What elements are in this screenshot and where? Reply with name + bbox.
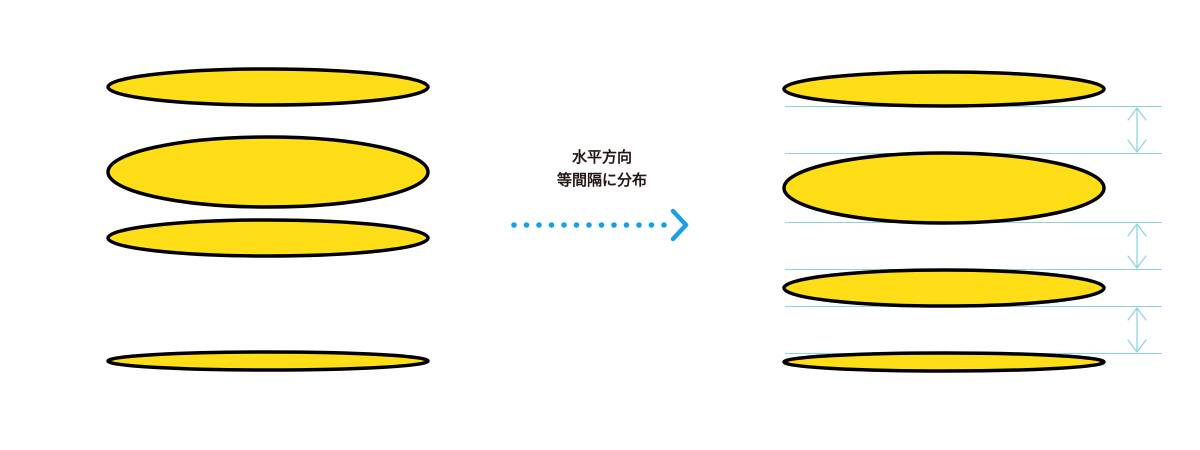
after-group [782,70,1106,373]
before-ellipse-3 [106,218,430,258]
guide-lines [785,106,1162,354]
double-headed-arrow-icon [1127,107,1147,153]
before-ellipse-4 [106,350,430,372]
before-group [106,67,430,372]
caption-line-2: 等間隔に分布 [556,171,647,189]
double-headed-arrow-icon [1127,223,1147,269]
after-ellipse-2 [782,151,1106,225]
dotted-right-arrow-icon [511,208,689,242]
before-ellipse-2 [106,135,430,209]
after-ellipse-1 [782,70,1106,108]
after-ellipse-4 [782,351,1106,373]
before-ellipse-1 [106,67,430,107]
spacing-indicators [1127,107,1147,353]
double-headed-arrow-icon [1127,307,1147,353]
caption-line-1: 水平方向 [571,148,632,166]
after-ellipse-3 [782,268,1106,308]
distribution-caption: 水平方向 等間隔に分布 [532,146,672,192]
